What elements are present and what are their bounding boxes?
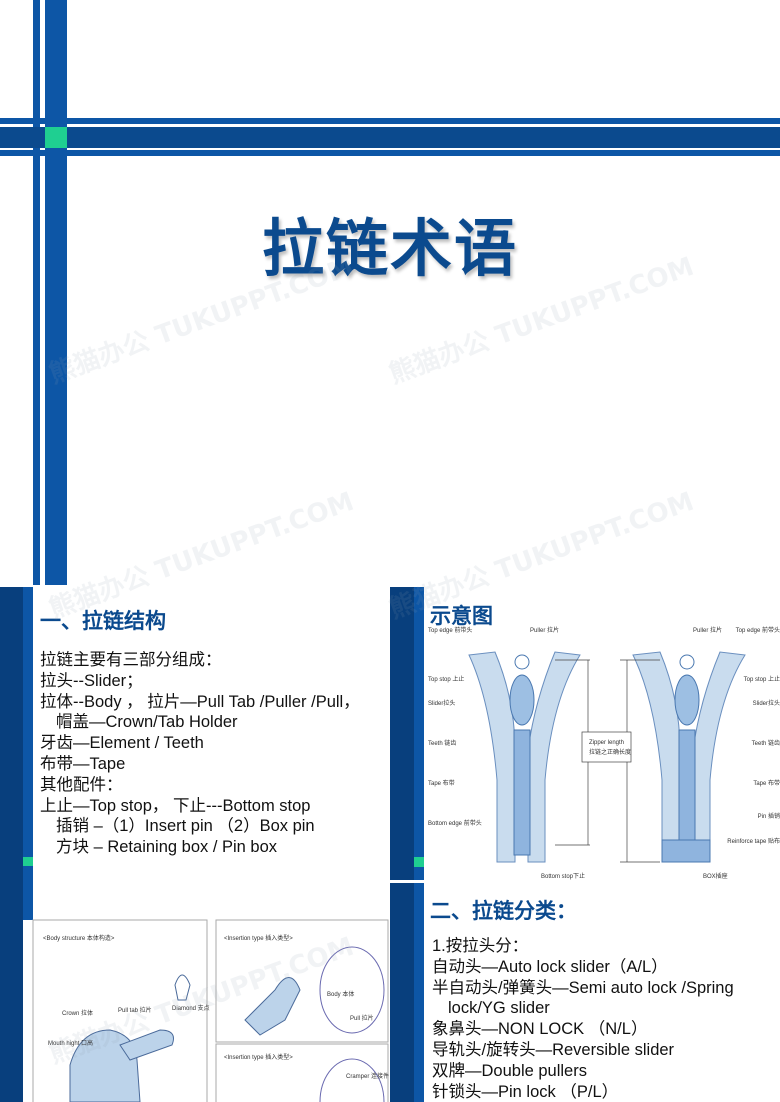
text-line: 布带—Tape (40, 754, 126, 773)
callout: Top edge 前带头 (428, 626, 472, 634)
accent-square (414, 857, 424, 867)
text-line: 拉体--Body ， 拉片—Pull Tab /Puller /Pull， (40, 692, 360, 711)
callout: BOX插座 (703, 872, 728, 880)
text-line: 方块 – Retaining box / Pin box (56, 838, 278, 857)
callout: Teeth 链齿 (428, 739, 456, 747)
label-crown: Crown 拉体 (62, 1009, 93, 1017)
separating-zipper (632, 651, 746, 863)
zipper-length-label-cn: 拉链之正确长度 (589, 748, 631, 756)
horizontal-thin-bar-bottom (0, 150, 780, 156)
label-body: Body 本体 (327, 990, 354, 998)
left-callouts: Top edge 前带头 Top stop 上止 Slider拉头 Teeth … (428, 626, 728, 880)
horizontal-thick-bar (0, 127, 780, 148)
section-heading: 一、拉链结构 (40, 609, 166, 633)
callout: Tape 布带 (753, 779, 780, 787)
text-line: 插销 –（1）Insert pin （2）Box pin (56, 817, 315, 836)
side-bar-light (414, 883, 424, 1102)
open-end-zipper (468, 651, 581, 863)
callout: Top edge 前带头 (736, 626, 780, 634)
zipper-length-marker (555, 659, 660, 863)
text-line: 半自动头/弹簧头—Semi auto lock /Spring (432, 978, 734, 997)
callout: Teeth 链齿 (752, 739, 780, 747)
diagram-slide: 示意图 Zipper length 拉链之正确长度 Top edge 前 (390, 587, 780, 880)
text-line: 双牌—Double pullers (432, 1061, 587, 1080)
accent-square (45, 127, 67, 148)
diamond-drawing (174, 974, 191, 1001)
section-heading: 二、拉链分类： (430, 899, 577, 923)
callout: Top stop 上止 (428, 675, 464, 683)
callout: Puller 拉片 (693, 626, 722, 634)
figure-caption: <Insertion type 插入类型> (224, 934, 293, 942)
label-pull-tab: Pull tab 拉片 (118, 1006, 152, 1014)
callout: Bottom edge 前带头 (428, 819, 482, 827)
callout: Slider拉头 (428, 699, 455, 707)
slide-title: 拉链术语 (261, 212, 518, 285)
pull-tab-drawing (119, 1029, 174, 1061)
insert-slider-drawing (244, 977, 301, 1036)
insertion-box-2 (215, 1043, 389, 1102)
side-bar-dark (390, 883, 414, 1102)
text-line: 象鼻头—NON LOCK （N/L） (432, 1020, 648, 1039)
figure-caption: <Body structure 本体构造> (43, 934, 115, 942)
text-line: 牙齿—Element / Teeth (40, 734, 204, 753)
accent-square (23, 857, 33, 866)
label-pull: Pull 拉片 (350, 1014, 374, 1022)
callout: Tape 布带 (428, 779, 455, 787)
text-line: 导轨头/旋转头—Reversible slider (432, 1040, 675, 1059)
structure-slide: 一、拉链结构 拉链主要有三部分组成： 拉头--Slider； 拉体--Body … (0, 587, 390, 1102)
text-line: 其他配件： (40, 775, 123, 794)
callout: Slider拉头 (753, 699, 780, 707)
structure-text: 拉链主要有三部分组成： 拉头--Slider； 拉体--Body ， 拉片—Pu… (40, 650, 360, 858)
text-line: 针锁头—Pin lock （P/L） (432, 1082, 619, 1101)
callout: Bottom stop下止 (541, 872, 585, 880)
slider-figures: <Body structure 本体构造> <Insertion type 插入… (32, 919, 389, 1102)
insertion-box-1 (215, 919, 389, 1043)
section-heading: 示意图 (430, 604, 493, 628)
label-diamond: Diamond 支点 (172, 1004, 210, 1012)
side-bar-light (414, 587, 424, 880)
zipper-diagram: Zipper length 拉链之正确长度 Top edge 前带头 Top s… (428, 626, 780, 880)
text-line: 1.按拉头分： (432, 937, 529, 955)
text-line: 拉链主要有三部分组成： (40, 651, 222, 669)
callout: Puller 拉片 (530, 626, 559, 634)
label-cramper: Cramper 连接件 (346, 1072, 389, 1080)
text-line: 帽盖—Crown/Tab Holder (56, 713, 238, 732)
side-bar-dark (0, 587, 23, 1102)
callout: Top stop 上止 (744, 675, 780, 683)
text-line: lock/YG slider (448, 999, 550, 1018)
right-callouts: Top edge 前带头 Top stop 上止 Slider拉头 Teeth … (727, 626, 780, 845)
detail-circle (319, 1058, 385, 1102)
detail-circle (319, 946, 385, 1034)
vertical-thin-bar (33, 0, 40, 585)
side-bar-dark (390, 587, 414, 880)
classification-slide: 二、拉链分类： 1.按拉头分： 自动头—Auto lock slider（A/L… (390, 883, 780, 1102)
vertical-thick-bar (45, 0, 67, 585)
title-slide: 拉链术语 (0, 0, 780, 585)
callout: Pin 插销 (758, 812, 780, 820)
horizontal-thin-bar-top (0, 118, 780, 124)
label-mouth-height: Mouth hight 口高 (48, 1039, 93, 1047)
text-line: 自动头—Auto lock slider（A/L） (432, 957, 668, 976)
side-bar-light (23, 587, 33, 920)
text-line: 拉头--Slider； (40, 671, 143, 690)
classification-text: 1.按拉头分： 自动头—Auto lock slider（A/L） 半自动头/弹… (432, 936, 734, 1102)
text-line: 上止—Top stop， 下止---Bottom stop (40, 796, 311, 815)
figure-caption: <Insertion type 插入类型> (224, 1053, 293, 1061)
callout: Reinforce tape 贴布 (727, 837, 780, 845)
zipper-length-label: Zipper length (589, 740, 624, 746)
